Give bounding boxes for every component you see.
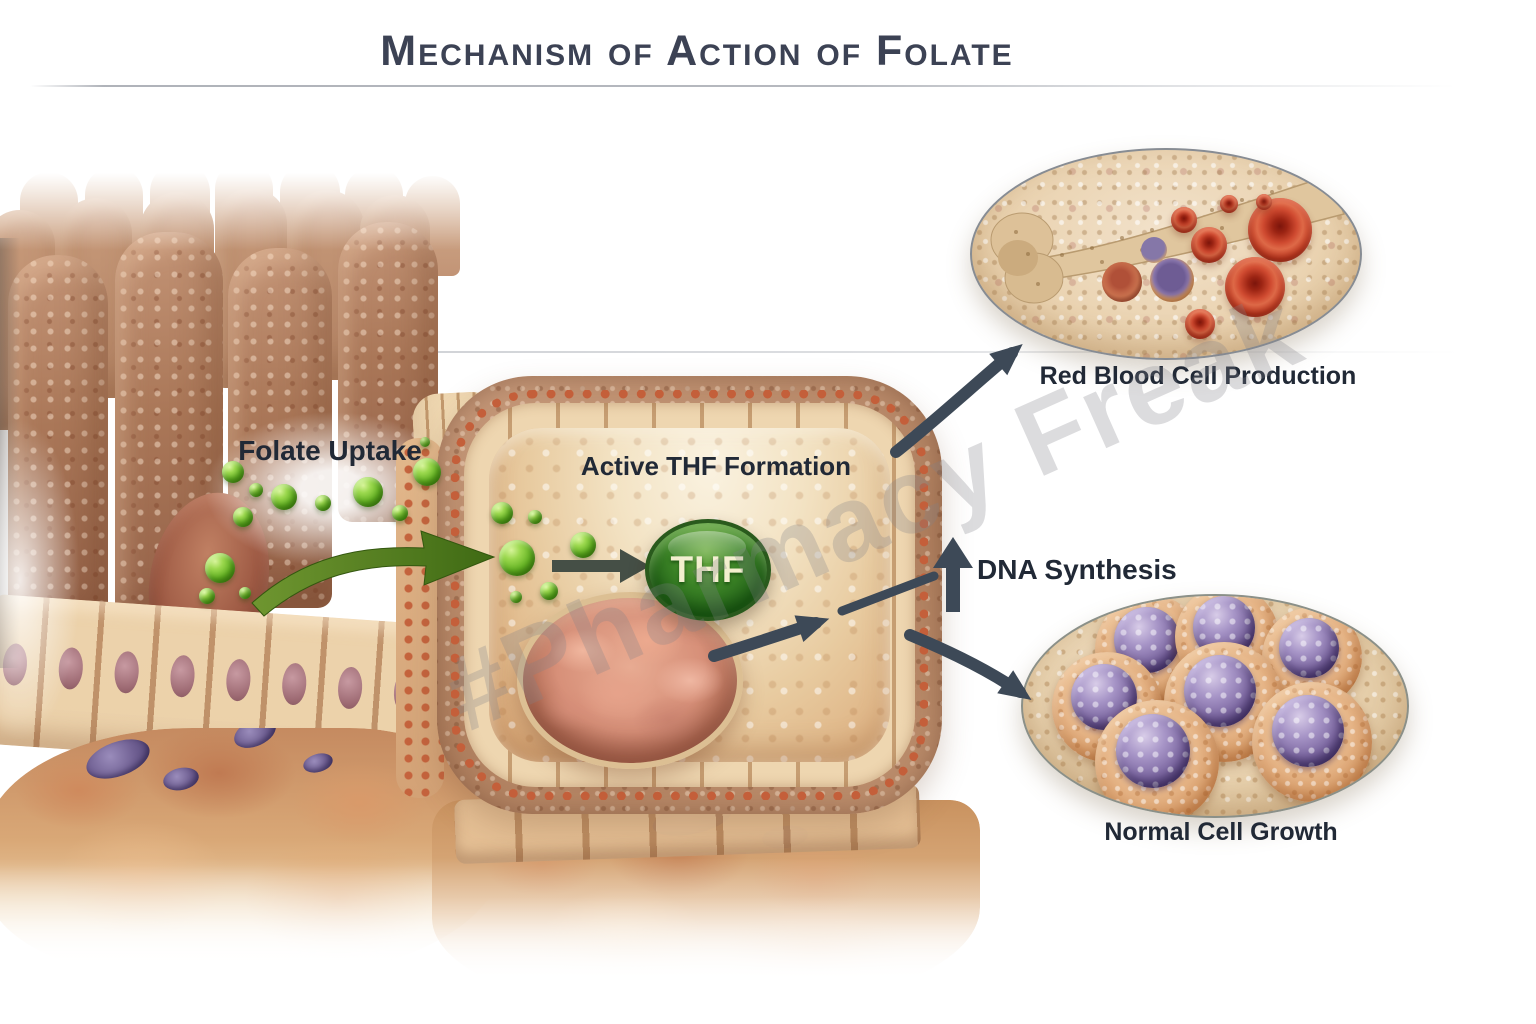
label-dna-synthesis: DNA Synthesis: [977, 554, 1177, 585]
folate-molecule: [353, 477, 383, 507]
label-normal-cell-growth: Normal Cell Growth: [1104, 818, 1338, 846]
label-red-blood-cell-production: Red Blood Cell Production: [1039, 362, 1357, 390]
epithelial-nucleus: [280, 662, 308, 706]
epithelial-nucleus: [336, 666, 364, 710]
red-blood-cell: [1220, 195, 1238, 213]
epithelial-nucleus: [169, 654, 196, 699]
label-active-thf-formation: Active THF Formation: [580, 451, 852, 481]
immature-blood-cell: [1141, 237, 1167, 263]
folate-molecule: [239, 587, 251, 599]
immature-blood-cell: [1150, 258, 1194, 302]
stromal-nucleus: [229, 712, 281, 754]
top-fade: [0, 140, 560, 250]
folate-molecule: [233, 507, 253, 527]
epithelial-nucleus: [113, 650, 141, 695]
folate-molecule: [491, 502, 513, 524]
cell-nucleus: [517, 592, 743, 769]
red-blood-cell: [1256, 194, 1272, 210]
folate-molecule: [249, 483, 263, 497]
folate-molecule: [271, 484, 297, 510]
folate-molecule: [510, 591, 522, 603]
dividing-cell: [1095, 700, 1219, 816]
red-blood-cell: [1171, 207, 1197, 233]
page-title: Mechanism of Action of Folate: [380, 27, 1014, 75]
folate-molecule: [315, 495, 331, 511]
folate-molecule: [392, 505, 408, 521]
folate-molecule: [499, 540, 535, 576]
normal-cell-growth-panel: [1021, 594, 1409, 818]
dividing-cell: [1252, 682, 1372, 802]
thf-label: THF: [670, 549, 746, 590]
folate-molecule: [199, 588, 215, 604]
epithelial-nucleus: [224, 658, 252, 702]
red-blood-cell: [1225, 257, 1285, 317]
folate-molecule: [540, 582, 558, 600]
bottom-fade: [0, 858, 1010, 1024]
folate-molecule: [528, 510, 542, 524]
title-divider: [30, 85, 1500, 87]
background-divider-line: [0, 351, 1536, 353]
stromal-nucleus: [301, 750, 335, 776]
folate-molecule: [570, 532, 596, 558]
dividing-cell: [1262, 607, 1362, 707]
red-blood-cell: [1185, 309, 1215, 339]
label-folate-uptake: Folate Uptake: [238, 435, 422, 466]
immature-blood-cell: [1102, 262, 1142, 302]
cell-nucleus-purple: [1279, 618, 1339, 678]
cell-nucleus-purple: [1116, 713, 1191, 789]
left-fade: [0, 420, 80, 740]
cell-nucleus-purple: [1272, 695, 1345, 768]
stromal-nucleus: [81, 731, 155, 787]
folate-molecule: [205, 553, 235, 583]
red-blood-cell: [1191, 227, 1227, 263]
thf-badge: THF: [645, 519, 771, 621]
stromal-nucleus: [161, 764, 201, 794]
red-blood-cell-production-panel: [970, 148, 1362, 360]
